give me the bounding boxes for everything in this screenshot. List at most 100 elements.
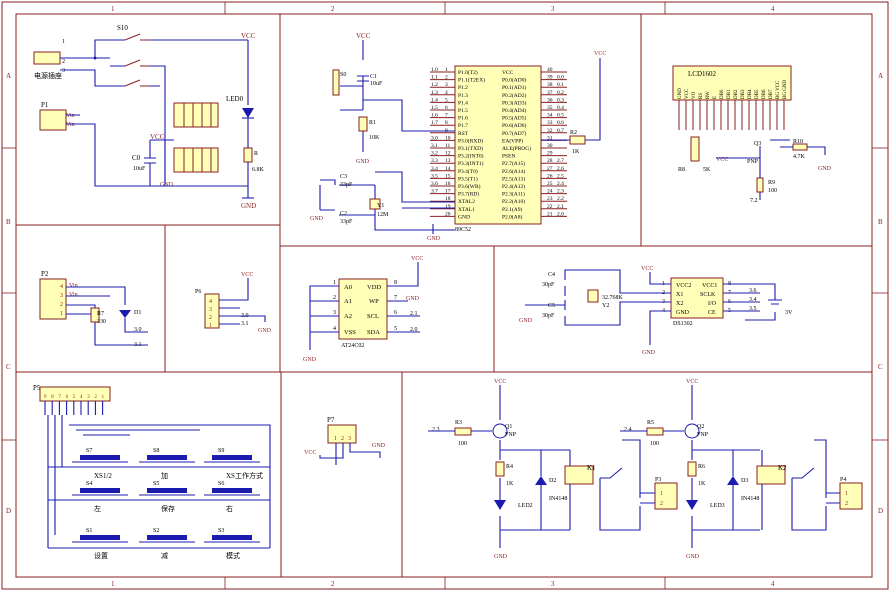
svg-text:C2: C2 xyxy=(340,211,347,217)
svg-text:3.1: 3.1 xyxy=(241,321,249,327)
mcu-pin-label: P1.3 xyxy=(458,93,468,99)
mcu-pin-label: P1.5 xyxy=(458,108,468,114)
row-label: C xyxy=(6,363,11,371)
svg-text:3.0: 3.0 xyxy=(241,313,249,319)
mcu-pin-label: P3.0(RXD) xyxy=(458,137,483,144)
key-switch xyxy=(212,535,252,540)
crystal-y2 xyxy=(587,289,599,303)
svg-text:PNP: PNP xyxy=(505,432,517,438)
mcu-net-label: 1.3 xyxy=(431,90,438,96)
svg-text:330: 330 xyxy=(97,319,106,325)
key-conn-pin: 9 xyxy=(44,395,47,400)
svg-text:PNP: PNP xyxy=(697,432,709,438)
row-label: A xyxy=(6,72,11,80)
key-conn-pin: 7 xyxy=(58,395,61,400)
key-switch xyxy=(147,455,187,460)
svg-text:2: 2 xyxy=(62,59,65,65)
ds1302 xyxy=(670,277,724,319)
mcu-net-label: 1.5 xyxy=(431,105,438,111)
svg-text:Vin: Vin xyxy=(69,292,78,298)
switch-ref: S10 xyxy=(117,24,128,32)
key-conn-pin: 1 xyxy=(102,395,105,400)
svg-text:GND: GND xyxy=(356,159,370,165)
svg-text:33pF: 33pF xyxy=(340,182,353,188)
relay1-r4 xyxy=(495,461,505,477)
mcu-pin-number: 11 xyxy=(445,143,451,149)
key-switch xyxy=(80,535,120,540)
svg-text:VCC: VCC xyxy=(411,256,423,262)
svg-text:4: 4 xyxy=(333,326,336,332)
svg-text:12M: 12M xyxy=(377,212,389,218)
lcd-pin-label: BG GND xyxy=(783,80,788,99)
svg-text:R5: R5 xyxy=(647,420,654,426)
svg-text:PNP: PNP xyxy=(747,159,759,165)
svg-text:GND: GND xyxy=(303,357,317,363)
mcu-pin-label: XTAL2 xyxy=(458,199,475,205)
key-switch-ref: S9 xyxy=(218,448,224,454)
svg-text:33pF: 33pF xyxy=(340,219,353,225)
d3-symbol xyxy=(727,476,739,485)
power-socket xyxy=(33,51,61,65)
svg-text:Vin: Vin xyxy=(69,283,78,289)
lcd1602 xyxy=(672,65,792,101)
svg-text:GND: GND xyxy=(241,202,256,210)
mcu-pin-number: 5 xyxy=(445,97,448,103)
key-switch-ref: S4 xyxy=(86,481,92,487)
key-conn-pin: 3 xyxy=(87,395,90,400)
mcu-net-label: 1.4 xyxy=(431,97,438,103)
svg-text:VCC2: VCC2 xyxy=(676,283,691,289)
key-switch-label: 设置 xyxy=(94,551,108,560)
svg-text:1: 1 xyxy=(660,491,663,497)
mcu-pin-label: P3.6(WR) xyxy=(458,183,481,190)
mcu-net-label: 2.1 xyxy=(557,204,564,210)
p7-connector xyxy=(327,424,357,444)
svg-text:SCLK: SCLK xyxy=(700,292,716,298)
lcd-pin-label: DB7 xyxy=(769,89,774,99)
svg-text:GND: GND xyxy=(160,182,174,188)
svg-text:C0: C0 xyxy=(132,154,141,162)
mcu-net-label: 0.1 xyxy=(557,82,564,88)
key-conn-pin: 4 xyxy=(80,395,83,400)
led3-symbol xyxy=(686,500,698,510)
mcu-chip-name: 89C52 xyxy=(455,227,471,233)
key-switch-ref: S8 xyxy=(153,448,159,454)
svg-text:VCC: VCC xyxy=(241,32,256,40)
svg-text:I/O: I/O xyxy=(708,301,717,307)
svg-text:30pF: 30pF xyxy=(542,282,555,288)
svg-text:DS1302: DS1302 xyxy=(673,321,693,327)
mcu-pin-label: P0.1(AD1) xyxy=(502,84,526,91)
svg-text:2: 2 xyxy=(660,501,663,507)
mcu-pin-number: 39 xyxy=(547,75,553,81)
svg-text:7.2: 7.2 xyxy=(750,198,758,204)
mcu-net-label: 0.5 xyxy=(557,113,564,119)
svg-text:X1: X1 xyxy=(676,292,683,298)
svg-text:3.1: 3.1 xyxy=(134,342,142,348)
svg-text:100: 100 xyxy=(458,441,467,447)
mcu-net-label: 2.6 xyxy=(557,166,564,172)
key-switch xyxy=(80,488,120,493)
svg-text:S0: S0 xyxy=(340,72,346,78)
mcu-pin-number: 29 xyxy=(547,151,553,157)
svg-text:AT24C02: AT24C02 xyxy=(341,343,364,349)
relay1-r3 xyxy=(454,427,472,436)
d1-symbol xyxy=(119,310,131,318)
svg-text:GND: GND xyxy=(818,166,832,172)
mcu-net-label: 2.7 xyxy=(557,158,564,164)
mcu-net-label: 0.3 xyxy=(557,97,564,103)
svg-text:8: 8 xyxy=(394,280,397,286)
svg-text:6.8K: 6.8K xyxy=(252,167,265,173)
mcu-pin-label: P0.2(AD2) xyxy=(502,92,526,99)
mcu-net-label: 3.1 xyxy=(431,143,438,149)
svg-text:P3: P3 xyxy=(655,477,661,483)
svg-text:D3: D3 xyxy=(741,478,748,484)
mcu-pin-number: 13 xyxy=(445,158,451,164)
mcu-pin-label: VCC xyxy=(502,70,514,76)
mcu-net-label: 1.2 xyxy=(431,82,438,88)
section-dividers xyxy=(16,14,872,577)
svg-text:Q2: Q2 xyxy=(697,424,704,430)
mcu-pin-number: 16 xyxy=(445,181,451,187)
lcd-pin-label: DB4 xyxy=(748,89,753,99)
mcu-pin-number: 36 xyxy=(547,97,553,103)
